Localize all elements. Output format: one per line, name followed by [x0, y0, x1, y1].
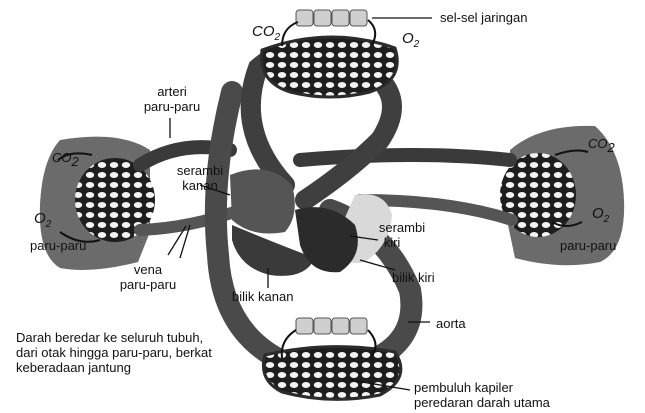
label-paru-paru-left: paru-paru: [30, 238, 86, 253]
label-bilik-kiri: bilik kiri: [392, 270, 435, 285]
label-bilik-kanan: bilik kanan: [232, 289, 293, 304]
lower-capillary-bed: [263, 347, 400, 400]
label-pembuluh-kapiler: pembuluh kapiler: [414, 380, 513, 395]
label-arteri-paru-paru: paru-paru: [138, 99, 206, 114]
right-atrium: [230, 169, 295, 233]
label-paru-paru-right: paru-paru: [560, 238, 616, 253]
label-serambi-kanan-1: serambi: [168, 163, 232, 178]
label-sel-sel-jaringan: sel-sel jaringan: [440, 10, 527, 25]
label-arteri: arteri: [140, 84, 204, 99]
label-vena: vena: [118, 262, 178, 277]
label-serambi-kiri-2: kiri: [372, 235, 412, 250]
upper-tissue-cells: [296, 10, 367, 26]
label-vena-paru-paru: paru-paru: [106, 277, 190, 292]
label-serambi-kiri-1: serambi: [372, 220, 432, 235]
pulmonary-artery-right: [300, 155, 510, 160]
label-serambi-kanan-2: kanan: [170, 178, 230, 193]
o2-top-label: O2: [402, 30, 420, 50]
lower-tissue-cells: [296, 318, 367, 334]
co2-top-label: CO2: [252, 23, 281, 43]
label-aorta: aorta: [436, 316, 466, 331]
label-peredaran-darah: peredaran darah utama: [414, 395, 550, 410]
caption: Darah beredar ke seluruh tubuh, dari ota…: [16, 330, 216, 375]
